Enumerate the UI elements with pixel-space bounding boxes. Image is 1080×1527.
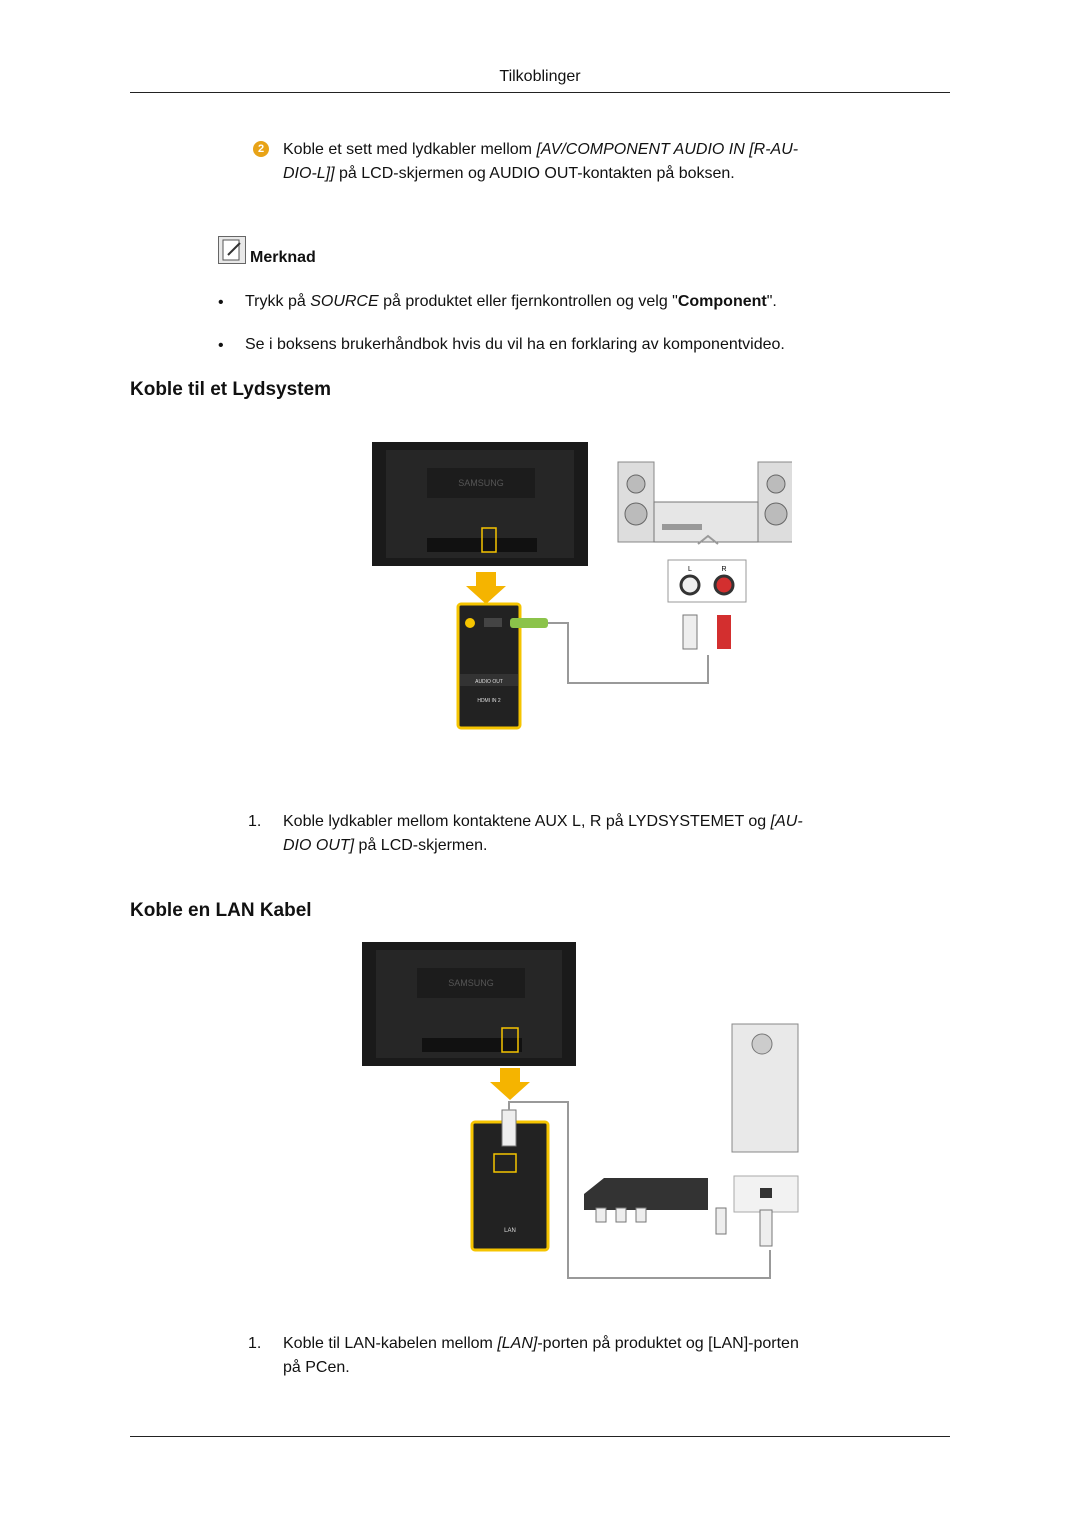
speaker-left <box>617 461 655 543</box>
s1-text-a: Koble lydkabler mellom kontaktene AUX L,… <box>283 813 771 830</box>
lan-connection-figure: SAMSUNG LAN <box>362 942 799 1279</box>
lan-port <box>493 1153 517 1173</box>
speaker-right <box>757 461 792 543</box>
section2-step-number: 1. <box>248 1335 262 1352</box>
step-2-text-b: [AV/COMPONENT AUDIO IN [R-AU- <box>536 141 799 158</box>
step-2-text-c: DIO-L]] <box>283 165 335 182</box>
note-b1-c: på produktet eller fjernkontrollen og ve… <box>378 293 678 310</box>
s2-text-d: på PCen. <box>283 1359 350 1376</box>
port-panel-zoom <box>456 602 522 730</box>
note-b1-d: Component <box>677 293 767 310</box>
down-arrow-icon <box>490 1068 530 1100</box>
bullet-dot: • <box>218 294 224 311</box>
audio-connection-figure: SAMSUNG AUDIO OUT HDMI IN 2 L R <box>372 442 792 730</box>
audio-receiver <box>653 501 759 543</box>
jack-r-label: R <box>721 566 726 573</box>
section2-step-text: Koble til LAN-kabelen mellom [LAN]-porte… <box>283 1332 799 1380</box>
section-title-lan: Koble en LAN Kabel <box>130 900 312 921</box>
audio-plug-green <box>510 618 548 628</box>
s1-text-b: [AU- <box>770 813 803 830</box>
plug-white <box>682 614 698 650</box>
jack-l <box>679 574 701 596</box>
pc-lan-plug <box>759 1209 773 1247</box>
s1-text-c: DIO OUT] <box>283 837 355 854</box>
s2-text-b: [LAN] <box>497 1335 538 1352</box>
page-header-title: Tilkoblinger <box>499 68 581 85</box>
audio-cable <box>548 622 709 684</box>
audio-out-jack <box>465 618 475 628</box>
lan-plug <box>501 1109 517 1147</box>
monitor-port-strip <box>422 1038 522 1052</box>
note-title: Merknad <box>250 249 316 266</box>
note-b1-b: SOURCE <box>310 293 379 310</box>
footer-rule <box>130 1436 950 1437</box>
section-title-audio: Koble til et Lydsystem <box>130 379 331 400</box>
note-b1-a: Trykk på <box>245 293 311 310</box>
port-label-lan: LAN <box>504 1228 516 1234</box>
note-icon <box>218 236 246 264</box>
port-label-hdmi: HDMI IN 2 <box>477 698 501 704</box>
section1-step-text: Koble lydkabler mellom kontaktene AUX L,… <box>283 810 803 858</box>
aux-jack-panel <box>667 559 747 603</box>
port-highlight <box>481 527 497 553</box>
step-2-text-d: på LCD-skjermen og AUDIO OUT-kontakten p… <box>334 165 735 182</box>
bullet-dot: • <box>218 337 224 354</box>
note-bullet-1: Trykk på SOURCE på produktet eller fjern… <box>245 293 777 311</box>
step-2-text-a: Koble et sett med lydkabler mellom <box>283 141 537 158</box>
note-bullet-2: Se i boksens brukerhåndbok hvis du vil h… <box>245 336 785 353</box>
jack-r <box>713 574 735 596</box>
port-label-audio-out: AUDIO OUT <box>475 679 503 685</box>
down-arrow-icon <box>466 572 506 604</box>
jack-l-label: L <box>688 566 692 573</box>
s2-text-a: Koble til LAN-kabelen mellom <box>283 1335 498 1352</box>
lan-cable <box>508 1101 771 1279</box>
monitor-brand: SAMSUNG <box>458 478 504 488</box>
note-b1-e: ". <box>766 293 777 310</box>
port-highlight <box>501 1027 519 1053</box>
header-rule <box>130 92 950 93</box>
s2-text-c: -porten på produktet og [LAN]-porten <box>537 1335 799 1352</box>
step-2-icon: 2 <box>253 141 269 157</box>
step-2-text: Koble et sett med lydkabler mellom [AV/C… <box>283 138 798 186</box>
s1-text-d: på LCD-skjermen. <box>354 837 488 854</box>
network-hub <box>584 1178 708 1210</box>
section1-step-number: 1. <box>248 813 262 830</box>
monitor-brand: SAMSUNG <box>448 978 494 988</box>
plug-red <box>717 615 731 649</box>
